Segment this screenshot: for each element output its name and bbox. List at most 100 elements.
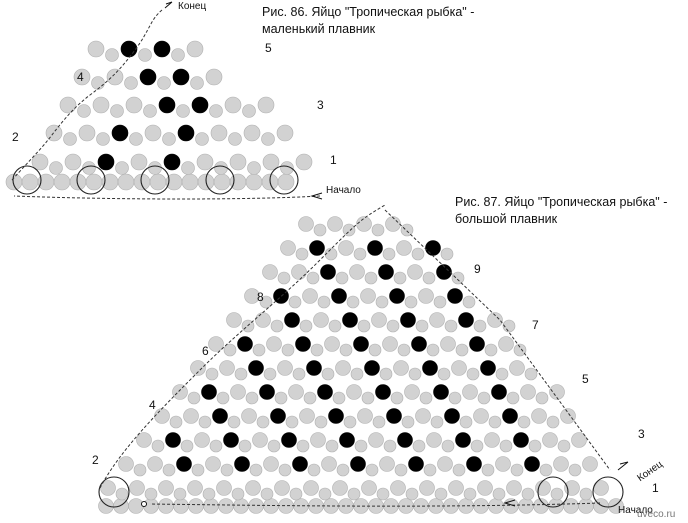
light-bead	[260, 487, 274, 501]
light-bead	[261, 132, 275, 146]
light-bead	[267, 439, 281, 453]
light-bead	[426, 343, 440, 357]
light-bead	[233, 498, 249, 514]
ring	[140, 165, 170, 195]
dark-bead	[120, 40, 138, 58]
dark-bead	[411, 336, 427, 352]
start-arrow	[503, 499, 516, 507]
ring	[205, 165, 235, 195]
light-bead	[249, 463, 263, 477]
light-bead	[418, 288, 434, 304]
light-bead	[299, 319, 313, 333]
light-bead	[245, 173, 263, 191]
light-bead	[216, 391, 230, 405]
light-bead	[143, 104, 157, 118]
ring	[537, 476, 569, 508]
light-bead	[481, 463, 495, 477]
light-bead	[546, 415, 560, 429]
light-bead	[396, 240, 412, 256]
fig86-end-label: Конец	[178, 1, 207, 12]
light-bead	[372, 415, 386, 429]
light-bead	[31, 153, 49, 171]
light-bead	[343, 415, 357, 429]
light-bead	[266, 336, 282, 352]
light-bead	[335, 271, 349, 285]
light-bead	[187, 480, 203, 496]
light-bead	[78, 124, 96, 142]
light-bead	[582, 456, 598, 472]
fig86-row-label-5: 5	[265, 41, 272, 55]
light-bead	[144, 487, 158, 501]
dark-bead	[458, 312, 474, 328]
fig87-row-label-9: 9	[474, 262, 481, 276]
light-bead	[506, 480, 522, 496]
light-bead	[64, 153, 82, 171]
dark-bead	[364, 360, 380, 376]
light-bead	[379, 456, 395, 472]
light-bead	[413, 498, 429, 514]
light-bead	[487, 312, 503, 328]
dark-bead	[165, 432, 181, 448]
light-bead	[130, 153, 148, 171]
light-bead	[87, 40, 105, 58]
dark-bead	[524, 456, 540, 472]
light-bead	[49, 161, 63, 175]
light-bead	[190, 76, 204, 90]
light-bead	[147, 456, 163, 472]
light-bead	[498, 336, 514, 352]
light-bead	[245, 391, 259, 405]
light-bead	[302, 288, 318, 304]
fig86-row-label-3: 3	[317, 98, 324, 112]
light-bead	[321, 367, 335, 381]
light-bead	[553, 456, 569, 472]
dark-bead	[320, 264, 336, 280]
light-bead	[560, 408, 576, 424]
light-bead	[262, 264, 278, 280]
light-bead	[492, 487, 506, 501]
light-bead	[59, 96, 77, 114]
light-bead	[455, 343, 469, 357]
light-bead	[280, 240, 296, 256]
dark-bead	[331, 288, 347, 304]
fig86-caption-line1: Рис. 86. Яйцо "Тропическая рыбка" -	[262, 5, 475, 19]
light-bead	[223, 343, 237, 357]
light-bead	[531, 408, 547, 424]
light-bead	[318, 487, 332, 501]
light-bead	[336, 463, 350, 477]
light-bead	[361, 480, 377, 496]
light-bead	[226, 312, 242, 328]
light-bead	[360, 288, 376, 304]
light-bead	[550, 487, 564, 501]
light-bead	[298, 216, 314, 232]
light-bead	[274, 480, 290, 496]
light-bead	[462, 384, 478, 400]
light-bead	[45, 124, 63, 142]
light-bead	[196, 153, 214, 171]
light-bead	[277, 271, 291, 285]
fig87-row-label-7: 7	[532, 318, 539, 332]
light-bead	[252, 432, 268, 448]
light-bead	[430, 415, 444, 429]
light-bead	[248, 498, 264, 514]
light-bead	[73, 68, 91, 86]
light-bead	[509, 360, 525, 376]
light-bead	[191, 463, 205, 477]
light-bead	[247, 161, 261, 175]
light-bead	[473, 498, 489, 514]
light-bead	[205, 456, 221, 472]
light-bead	[310, 343, 324, 357]
dark-bead	[386, 408, 402, 424]
light-bead	[21, 173, 39, 191]
fig87-row-label-4: 4	[149, 398, 156, 412]
dark-bead	[139, 68, 157, 86]
light-bead	[231, 487, 245, 501]
light-bead	[270, 319, 284, 333]
light-bead	[303, 480, 319, 496]
light-bead	[274, 391, 288, 405]
light-bead	[277, 360, 293, 376]
light-bead	[291, 264, 307, 280]
light-bead	[278, 498, 294, 514]
light-bead	[443, 498, 459, 514]
light-bead	[278, 463, 292, 477]
